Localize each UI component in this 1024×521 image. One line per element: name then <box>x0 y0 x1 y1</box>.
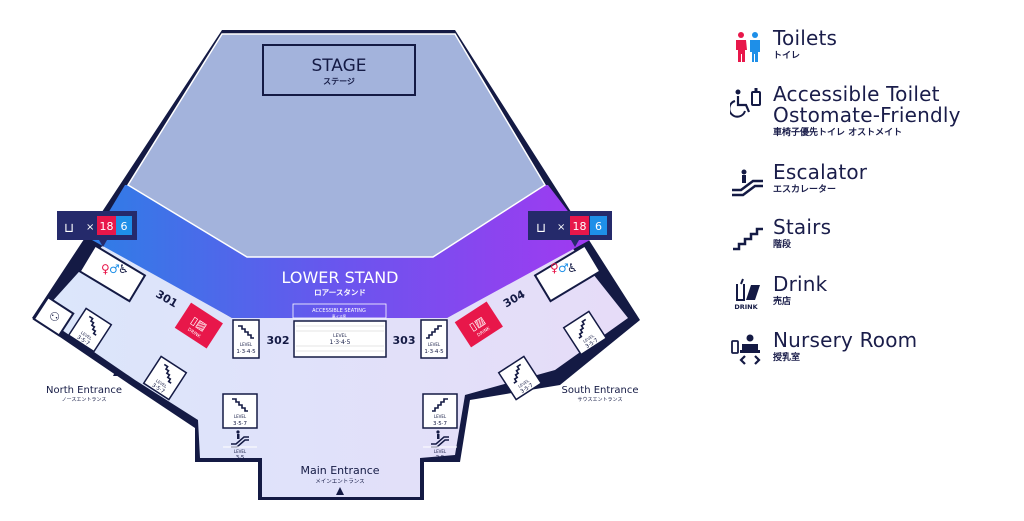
toilet-room-south-icons: ♀ ♂ ♿ <box>550 261 578 275</box>
stairs-levels: 3·5·7 <box>233 421 247 427</box>
toilet-room-south[interactable] <box>533 244 602 303</box>
toilet-room-north-icons: ♀ ♂ ♿ <box>101 262 129 276</box>
toilet-count-badge-south: ⊔ × 18 6 <box>528 211 612 247</box>
level-label: LEVEL <box>80 330 94 341</box>
legend-label-line2: Ostomate-Friendly <box>773 103 961 127</box>
south-entrance-label-jp: サウスエントランス <box>578 396 623 403</box>
level-label: LEVEL <box>582 333 596 344</box>
legend-label-jp: 売店 <box>773 297 792 307</box>
gate-302: 302 <box>267 334 290 347</box>
legend-label: Escalator <box>773 160 868 184</box>
stairs[interactable]: LEVEL 3·5·7 <box>497 355 543 401</box>
toilet-icon: ⊔ <box>536 221 546 236</box>
drink-icon: DRINK <box>734 278 760 311</box>
accessible-seating-header <box>292 303 387 319</box>
main-entrance-label[interactable]: Main Entrance <box>300 464 379 477</box>
legend-label-jp: エスカレーター <box>773 185 837 195</box>
stairs[interactable]: LEVEL 3·5·7 <box>222 393 258 429</box>
south-entrance-label[interactable]: South Entrance <box>561 385 638 396</box>
stage <box>262 44 416 96</box>
stairs[interactable]: LEVEL 1·3·4·5 <box>232 319 260 359</box>
legend-label: Stairs <box>773 215 832 239</box>
main-entrance-label-jp: メインエントランス <box>315 478 364 485</box>
drink-stand-north[interactable]: ▯▨ DRINK <box>174 302 223 349</box>
accessible-seating-level-label: LEVEL <box>333 333 347 339</box>
stairs[interactable]: LEVEL 1·3·4·5 <box>420 319 448 359</box>
legend-label: Nursery Room <box>773 328 918 352</box>
toilet-count-badge-north: ⊔ × 18 6 <box>57 211 137 247</box>
accessible-seating-levels: 1·3·4·5 <box>330 339 351 346</box>
toilets-icon: ♀ <box>550 261 559 275</box>
main-entrance-arrow-icon <box>336 487 344 495</box>
toilets-icon: ♀ <box>101 262 110 276</box>
level-label: LEVEL <box>240 342 253 347</box>
legend-label-jp: トイレ <box>773 51 801 61</box>
legend-label: Accessible Toilet <box>773 82 940 106</box>
legend-label-jp: 階段 <box>773 240 792 250</box>
stairs-levels: 1·3·4·5 <box>424 349 444 355</box>
drink-stand-south[interactable]: ▯▨ DRINK <box>454 301 503 348</box>
escalator-levels: 3·5 <box>436 455 445 461</box>
escalator[interactable]: LEVEL 3·5 <box>223 429 257 461</box>
multiplier: × <box>557 222 565 233</box>
drink-icon-label: DRINK <box>734 303 758 311</box>
escalator-levels: 3·5 <box>236 455 245 461</box>
toilet-room-north[interactable] <box>78 244 147 303</box>
nursery-room-icon <box>731 334 761 365</box>
level-label: LEVEL <box>428 342 441 347</box>
level-label: LEVEL <box>517 378 531 389</box>
north-entrance-label-jp: ノースエントランス <box>62 397 107 403</box>
toilets-icon <box>736 32 760 62</box>
level-label: LEVEL <box>155 378 169 389</box>
level-label: LEVEL <box>434 414 447 419</box>
legend-label-jp: 車椅子優先トイレ オストメイト <box>773 128 903 138</box>
toilet-icon: ⊔ <box>64 221 74 236</box>
male-toilet-count: 6 <box>595 220 602 233</box>
stage-label: STAGE <box>311 56 366 76</box>
stage-label-jp: ステージ <box>323 77 355 86</box>
accessible-toilet-icon: ♿ <box>567 261 578 275</box>
escalator[interactable]: LEVEL 3·5 <box>423 429 457 461</box>
accessible-seating-label: ACCESSIBLE SEATING <box>312 308 366 314</box>
level-label: LEVEL <box>234 414 247 419</box>
male-toilet-count: 6 <box>121 220 128 233</box>
accessible-seating-label-jp: 車イス席 <box>332 314 346 319</box>
venue-floor-map: STAGE ステージ LOWER STAND ロアースタンド ACCESSIBL… <box>32 30 640 500</box>
legend-label: Toilets <box>773 26 838 50</box>
nursery-room[interactable]: ⚇ <box>32 295 75 337</box>
stairs-levels: 3·5·7 <box>433 421 447 427</box>
level-label: LEVEL <box>434 449 447 454</box>
level-label: LEVEL <box>234 449 247 454</box>
legend-label: Drink <box>773 272 828 296</box>
stairs[interactable]: LEVEL 3·5·7 <box>422 393 458 429</box>
north-entrance-arrow-icon <box>113 368 121 376</box>
lower-stand-label-jp: ロアースタンド <box>314 287 366 297</box>
female-toilet-count: 18 <box>100 220 114 233</box>
escalator-icon <box>732 169 763 197</box>
female-toilet-count: 18 <box>573 220 587 233</box>
stage-area <box>126 33 547 258</box>
toilets-icon: ♂ <box>109 262 120 276</box>
stairs-levels: 1·3·4·5 <box>236 349 256 355</box>
accessible-toilet-icon: ♿ <box>118 262 129 276</box>
accessible-toilet-icon <box>730 88 761 118</box>
south-entrance-arrow-icon <box>559 368 567 376</box>
stairs[interactable]: LEVEL 3·5·7 <box>142 355 188 401</box>
gate-303: 303 <box>393 334 416 347</box>
lower-stand-label: LOWER STAND <box>282 268 399 287</box>
north-entrance-label[interactable]: North Entrance <box>46 385 122 396</box>
toilets-icon: ♂ <box>558 261 569 275</box>
multiplier: × <box>86 222 94 233</box>
stairs-icon <box>733 227 763 251</box>
legend-label-jp: 授乳室 <box>773 353 801 363</box>
